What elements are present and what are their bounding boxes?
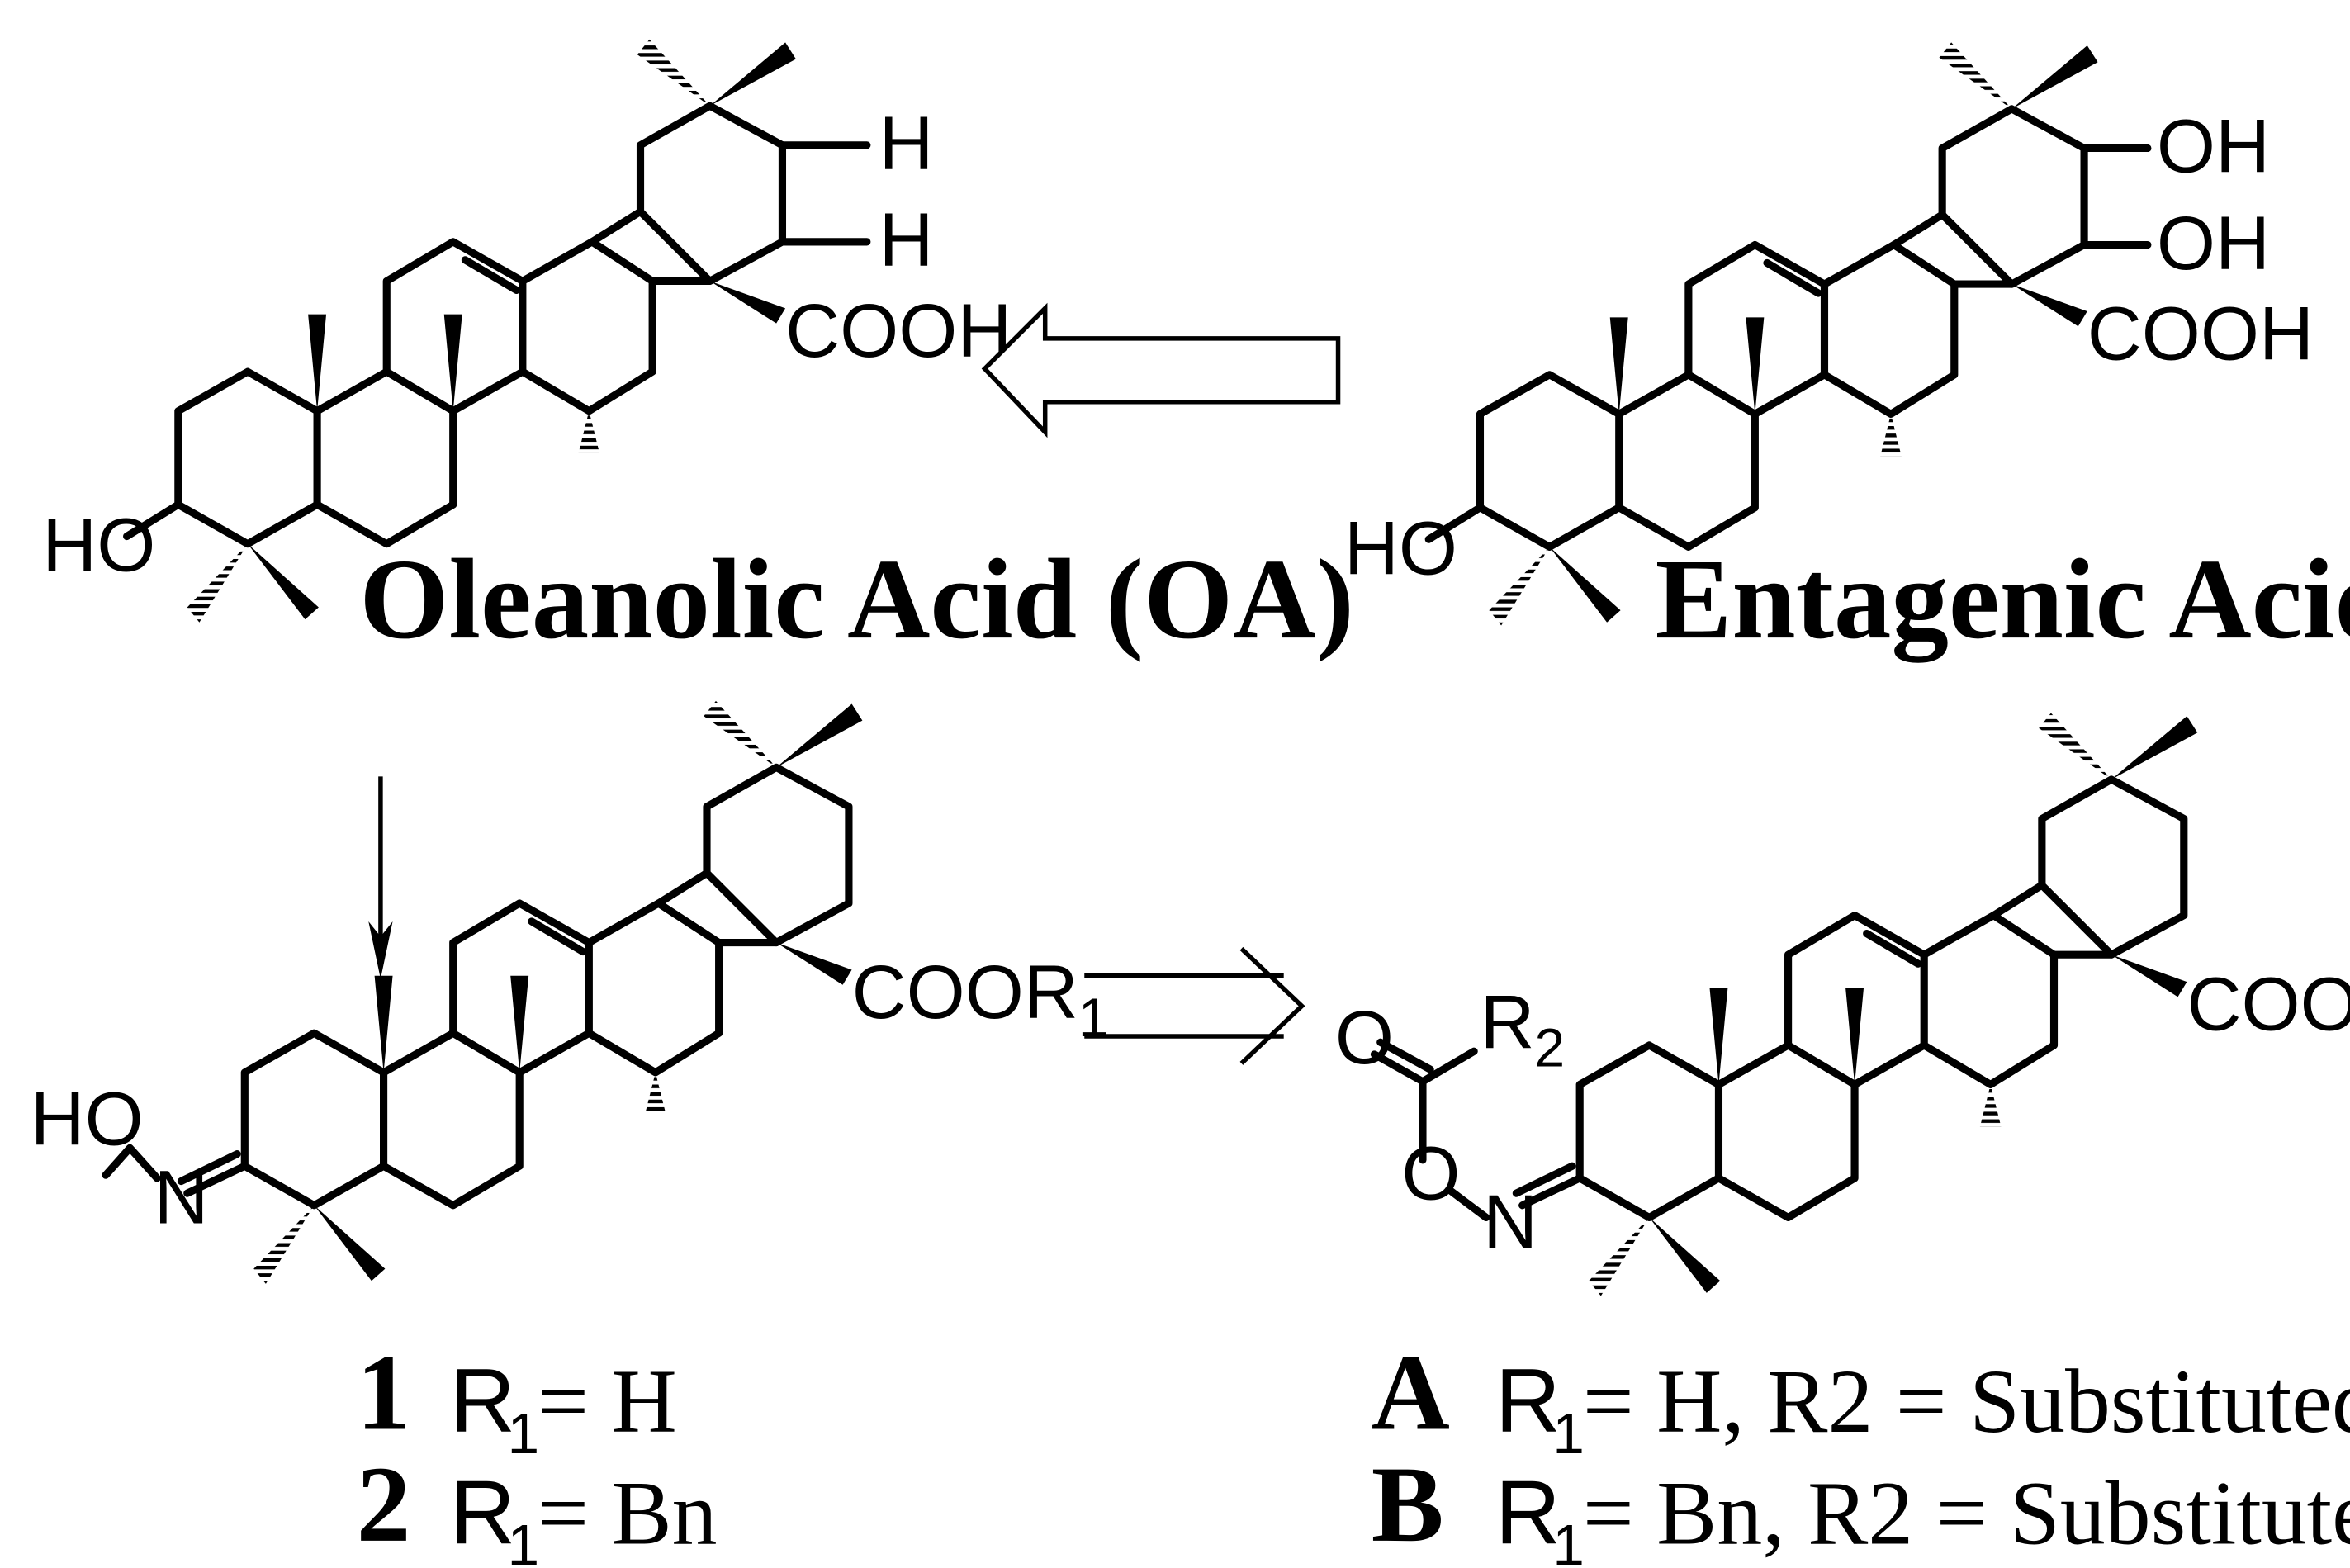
oa-h-upper: H [879, 102, 934, 186]
ea-title: Entagenic Acid (EA) [1656, 536, 2350, 663]
caption-1-id: 1 [357, 1334, 411, 1453]
ea-ho: HO [1344, 506, 1457, 590]
coor1-label-b: COOR1 [2187, 963, 2350, 1060]
ester-o-link: O [1401, 1131, 1460, 1215]
ester-n: N [1483, 1180, 1537, 1264]
coor1-label: COOR1 [852, 950, 1109, 1048]
caption-a-id: A [1372, 1334, 1450, 1453]
ea-oh-upper: OH [2157, 105, 2270, 189]
open-arrow-left [981, 302, 1341, 438]
caption-a-rest: = H, R2 = Substituted phenyl [1583, 1351, 2350, 1452]
caption-b-rest: = Bn, R2 = Substituted phenyl [1583, 1463, 2350, 1564]
caption-a-sub: 1 [1552, 1401, 1585, 1466]
caption-a-r: R [1495, 1351, 1561, 1452]
caption-1-sub: 1 [508, 1401, 540, 1466]
oa-h-lower: H [879, 198, 934, 282]
caption-b-sub: 1 [1552, 1513, 1585, 1568]
down-arrow [368, 776, 393, 979]
caption-2-sub: 1 [508, 1513, 540, 1568]
oxime-n: N [154, 1156, 209, 1240]
oxime-ester-compound: N O O R2 COOR1 [1335, 713, 2350, 1296]
captions: 1 R 1 = H 2 R 1 = Bn A R 1 = H, R2 = Sub… [357, 1334, 2350, 1568]
oa-ho: HO [42, 504, 155, 588]
oxime-ho: HO [31, 1078, 144, 1162]
r2-label: R2 [1480, 981, 1565, 1078]
oleanolic-acid: H H COOH HO Oleanolic Acid (OA) [42, 39, 1354, 663]
ester-o-carbonyl: O [1335, 996, 1394, 1080]
caption-1-rest: = H [538, 1351, 677, 1452]
oa-title: Oleanolic Acid (OA) [359, 536, 1354, 663]
entagenic-acid: OH OH COOH HO Entagenic Acid (EA) [1344, 42, 2350, 663]
caption-b-r: R [1495, 1463, 1561, 1564]
caption-2-r: R [450, 1463, 515, 1564]
ea-oh-lower: OH [2157, 201, 2270, 286]
double-arrow [1084, 946, 1305, 1065]
oxime-compound: N HO COOR1 [31, 700, 1109, 1284]
oa-cooh: COOH [785, 289, 1012, 373]
caption-1-r: R [450, 1351, 515, 1452]
caption-2-id: 2 [357, 1445, 411, 1565]
caption-2-rest: = Bn [538, 1463, 717, 1564]
caption-b-id: B [1372, 1445, 1444, 1565]
ea-cooh: COOH [2087, 292, 2314, 377]
